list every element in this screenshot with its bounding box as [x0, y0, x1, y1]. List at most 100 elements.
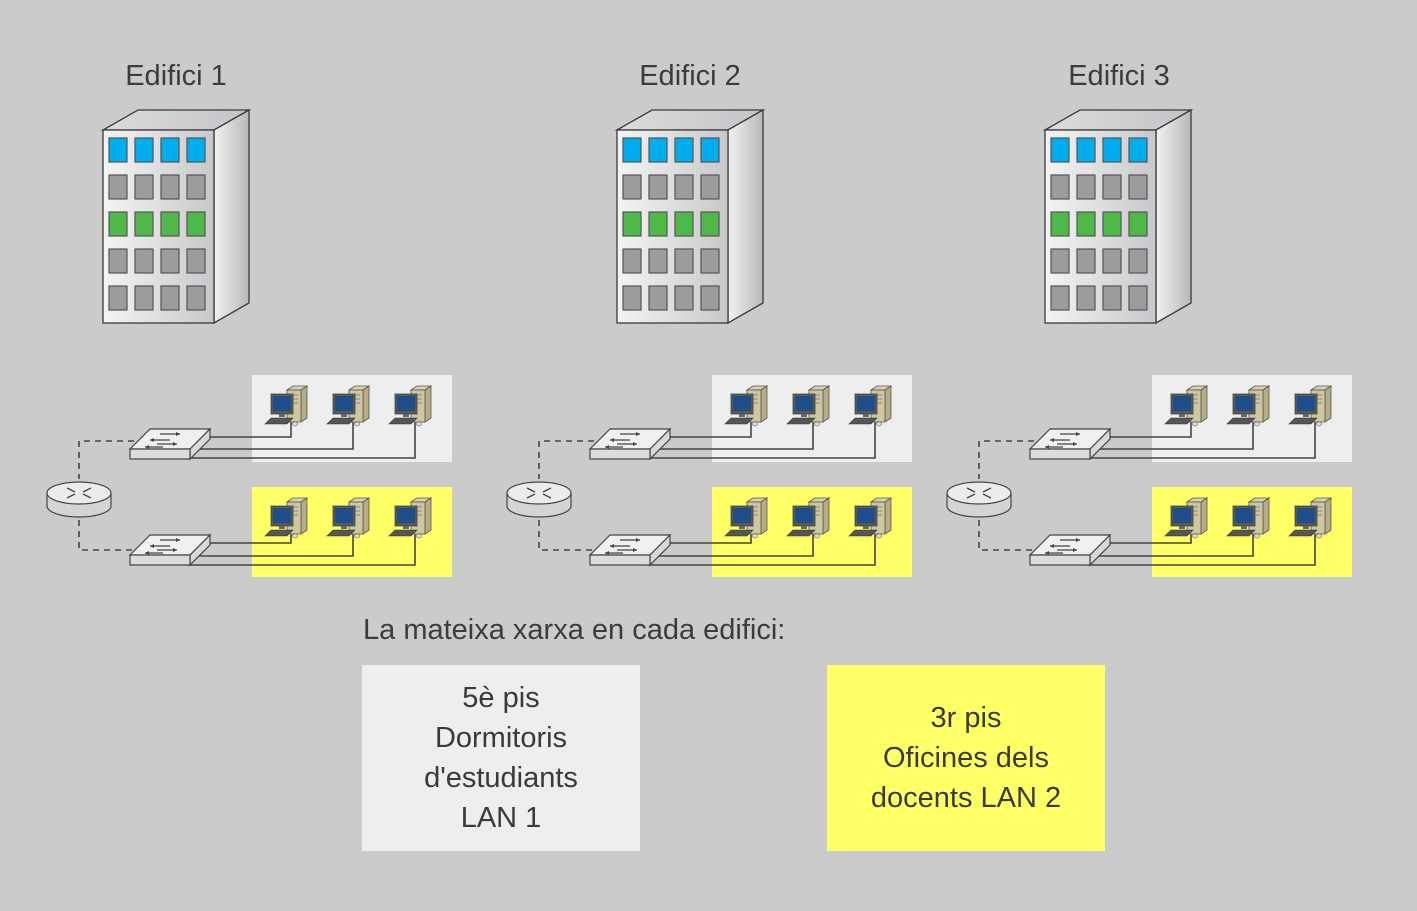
- lan2-cable: [187, 532, 416, 566]
- link-router-switch2: [538, 520, 605, 551]
- building-window-blue: [700, 137, 720, 163]
- router-icon: [506, 481, 572, 518]
- computer-icon: [786, 497, 831, 539]
- building-window-green: [622, 211, 642, 237]
- computer-icon: [848, 497, 893, 539]
- building-window-gray: [134, 174, 154, 200]
- link-router-switch2: [978, 520, 1045, 551]
- building-side: [727, 108, 764, 325]
- switch-icon: [588, 427, 672, 461]
- lan1-cable: [187, 420, 416, 459]
- building-window-gray: [1102, 174, 1122, 200]
- building-window-blue: [1102, 137, 1122, 163]
- lan1-cable: [1087, 420, 1316, 459]
- building-window-gray: [622, 174, 642, 200]
- network-group-1: [45, 372, 465, 592]
- legend-lan1-line: 5è pis: [462, 682, 540, 714]
- legend-lan2-line: docents LAN 2: [870, 782, 1062, 814]
- building-window-gray: [700, 174, 720, 200]
- lan2-cable: [1087, 532, 1316, 566]
- building-window-gray: [1102, 285, 1122, 311]
- computer-icon: [388, 385, 433, 427]
- link-router-switch1: [538, 440, 605, 479]
- building-window-blue: [160, 137, 180, 163]
- lan1-cable: [647, 420, 876, 459]
- building-window-gray: [1128, 174, 1148, 200]
- building-window-gray: [674, 174, 694, 200]
- computer-icon: [724, 385, 769, 427]
- building-window-green: [1076, 211, 1096, 237]
- legend-lan1-line: LAN 1: [460, 802, 542, 834]
- building-window-gray: [648, 248, 668, 274]
- building-window-gray: [134, 285, 154, 311]
- building-window-gray: [160, 174, 180, 200]
- building-window-gray: [622, 285, 642, 311]
- switch-icon: [1028, 427, 1112, 461]
- building-window-blue: [1128, 137, 1148, 163]
- building-window-green: [674, 211, 694, 237]
- computer-icon: [388, 497, 433, 539]
- building-window-blue: [648, 137, 668, 163]
- computer-icon: [1288, 497, 1333, 539]
- building-window-green: [700, 211, 720, 237]
- building-window-gray: [1050, 248, 1070, 274]
- link-router-switch1: [978, 440, 1045, 479]
- legend-lan1-line: Dormitoris: [434, 722, 568, 754]
- building-window-blue: [622, 137, 642, 163]
- lan2-cable: [651, 532, 814, 557]
- switch-icon: [1028, 533, 1112, 567]
- building-window-gray: [1128, 285, 1148, 311]
- building-graphic: [614, 108, 766, 325]
- router-icon: [946, 481, 1012, 518]
- building-graphic: [1042, 108, 1194, 325]
- legend-lan2-line: 3r pis: [930, 702, 1002, 734]
- building-window-gray: [160, 248, 180, 274]
- link-router-switch1: [78, 440, 145, 479]
- computer-icon: [724, 497, 769, 539]
- building-window-green: [648, 211, 668, 237]
- building-window-gray: [134, 248, 154, 274]
- lan1-cable: [1091, 420, 1254, 450]
- building-window-gray: [648, 174, 668, 200]
- lan1-cable: [191, 420, 354, 450]
- building-window-green: [1050, 211, 1070, 237]
- building-window-green: [1102, 211, 1122, 237]
- building-window-blue: [674, 137, 694, 163]
- network-group-3: [945, 372, 1365, 592]
- computer-icon: [1164, 497, 1209, 539]
- building-window-blue: [108, 137, 128, 163]
- building-window-gray: [108, 248, 128, 274]
- computer-icon: [264, 385, 309, 427]
- building-window-green: [186, 211, 206, 237]
- building-window-gray: [160, 285, 180, 311]
- legend-lan2: 3r pis Oficines dels docents LAN 2: [827, 665, 1105, 851]
- building-window-gray: [186, 174, 206, 200]
- building-title-1: Edifici 1: [125, 60, 227, 92]
- lan2-cable: [655, 532, 752, 544]
- router-icon: [46, 481, 112, 518]
- lan2-cable: [647, 532, 876, 566]
- lan1-cable: [651, 420, 814, 450]
- computer-icon: [1226, 385, 1271, 427]
- building-window-green: [160, 211, 180, 237]
- building-window-blue: [186, 137, 206, 163]
- network-caption: La mateixa xarxa en cada edifici:: [363, 614, 786, 646]
- building-window-gray: [1076, 285, 1096, 311]
- building-window-green: [134, 211, 154, 237]
- building-window-gray: [1076, 174, 1096, 200]
- lan2-cable: [1091, 532, 1254, 557]
- legend-lan2-line: Oficines dels: [882, 742, 1049, 774]
- building-window-gray: [700, 285, 720, 311]
- link-router-switch2: [78, 520, 145, 551]
- computer-icon: [326, 385, 371, 427]
- computer-icon: [848, 385, 893, 427]
- lan1-cable: [655, 420, 752, 438]
- network-group-2: [505, 372, 925, 592]
- building-title-3: Edifici 3: [1068, 60, 1170, 92]
- building-title-2: Edifici 2: [639, 60, 741, 92]
- building-window-gray: [186, 248, 206, 274]
- computer-icon: [264, 497, 309, 539]
- computer-icon: [1226, 497, 1271, 539]
- legend-lan1-line: d'estudiants: [424, 762, 578, 794]
- lan2-cable: [191, 532, 354, 557]
